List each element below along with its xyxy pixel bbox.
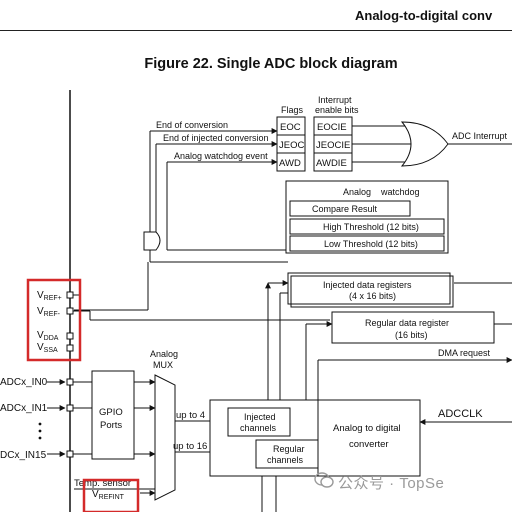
- flags-title: Flags: [281, 105, 304, 115]
- injected-channels-box: [227, 407, 291, 437]
- regular-channels-box: [255, 439, 321, 469]
- label-end-of-conversion: End of conversion: [156, 120, 228, 130]
- analog-mux: [154, 374, 176, 501]
- label-up-to-4: up to 4: [176, 410, 205, 421]
- label-end-of-injected: End of injected conversion: [163, 133, 269, 143]
- injected-channels-line2: channels: [240, 423, 277, 433]
- regular-data-register-box: [331, 311, 495, 344]
- flag-jeoc: JEOC: [279, 140, 304, 151]
- and-gate-icon: [143, 231, 161, 251]
- high-threshold-label: High Threshold (12 bits): [323, 222, 419, 232]
- adc-interrupt-label: ADC Interrupt: [452, 131, 508, 141]
- watermark-text: 公众号 · TopSe: [338, 475, 445, 492]
- injected-data-registers-box: [287, 272, 451, 305]
- flags-box: [276, 116, 306, 172]
- power-pins-highlight: [26, 278, 82, 362]
- adc-core-box: [317, 399, 421, 477]
- injected-registers-line2: (4 x 16 bits): [349, 291, 396, 301]
- mux-label-1: Analog: [150, 349, 178, 359]
- gpio-ports-box: [91, 370, 135, 460]
- ie-eocie: EOCIE: [317, 122, 347, 133]
- page-header-title: Analog-to-digital conv: [355, 8, 493, 23]
- label-up-to-16: up to 16: [173, 441, 207, 452]
- pin-vdda-label: VDDA: [37, 330, 59, 342]
- flag-eoc: EOC: [280, 122, 301, 133]
- adcclk-label: ADCCLK: [438, 408, 483, 420]
- figure-title: Figure 22. Single ADC block diagram: [144, 56, 398, 72]
- label-analog-watchdog-event: Analog watchdog event: [174, 151, 268, 161]
- analog-watchdog-title: Analog watchdog: [343, 187, 420, 197]
- ie-jeocie: JEOCIE: [316, 140, 350, 151]
- injected-channels-line1: Injected: [244, 412, 276, 422]
- mux-label-2: MUX: [153, 360, 173, 370]
- pin-vref-minus-label: VREF-: [37, 306, 61, 318]
- converter-main-line1: Analog to digital: [333, 423, 401, 434]
- regular-channels-line1: Regular: [273, 444, 305, 454]
- vrefint-highlight: [82, 478, 140, 512]
- converter-main-line2: converter: [349, 439, 389, 450]
- regular-register-line2: (16 bits): [395, 330, 428, 340]
- flag-awd: AWD: [279, 158, 301, 169]
- compare-result-label: Compare Result: [312, 204, 378, 214]
- pin-adc-in15: DCx_IN15: [0, 450, 47, 461]
- interrupt-title-1: Interrupt: [318, 95, 352, 105]
- interrupt-title-2: enable bits: [315, 105, 359, 115]
- dma-request-label: DMA request: [438, 348, 491, 358]
- low-threshold-label: Low Threshold (12 bits): [324, 239, 418, 249]
- pin-vref-plus-label: VREF+: [37, 290, 62, 302]
- header-divider: [0, 30, 512, 31]
- regular-register-line1: Regular data register: [365, 318, 449, 328]
- temp-sensor-label: Temp. sensor: [74, 478, 131, 489]
- gpio-label-2: Ports: [100, 420, 122, 431]
- pin-vrefint-label: VREFINT: [92, 489, 125, 501]
- wechat-icon: [314, 472, 334, 488]
- regular-channels-line2: channels: [267, 455, 304, 465]
- pin-adc-in0: ADCx_IN0: [0, 377, 48, 388]
- pin-adc-in1: ADCx_IN1: [0, 403, 48, 414]
- gpio-label-1: GPIO: [99, 407, 123, 418]
- pin-vssa-label: VSSA: [37, 342, 58, 354]
- interrupt-enable-box: [313, 116, 353, 172]
- or-gate-icon: [400, 121, 449, 167]
- ie-awdie: AWDIE: [316, 158, 347, 169]
- injected-registers-line1: Injected data registers: [323, 280, 412, 290]
